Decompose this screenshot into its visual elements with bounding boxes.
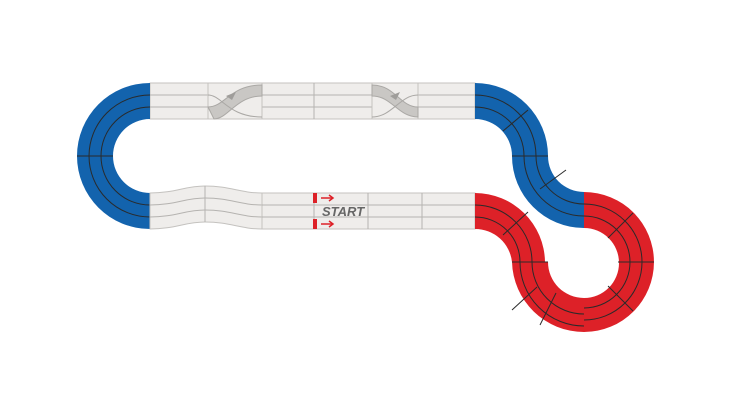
s-bend-lower-curve — [474, 193, 585, 332]
right-loop-curve — [583, 192, 654, 332]
start-line-markers — [313, 193, 335, 229]
top-straight-left — [149, 82, 209, 120]
left-hairpin-curve — [77, 83, 151, 229]
lane-change-2 — [371, 82, 419, 120]
bottom-chicane — [149, 185, 263, 230]
start-straight: START — [261, 192, 476, 230]
start-label: START — [322, 204, 365, 219]
top-straight-right — [417, 82, 476, 120]
top-straight-middle — [261, 82, 373, 120]
top-straights — [149, 82, 476, 120]
s-bend-upper-curve — [474, 83, 585, 228]
lane-change-1 — [207, 82, 263, 120]
